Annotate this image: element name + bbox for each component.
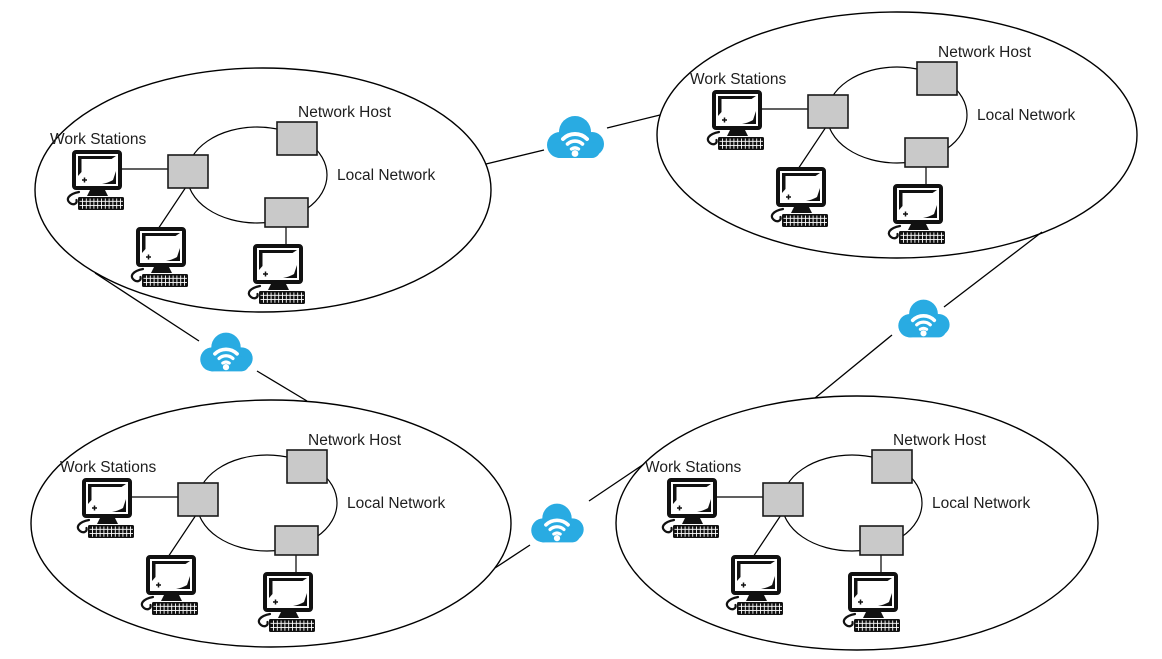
local-network-label: Local Network xyxy=(337,167,435,184)
wan-link-line xyxy=(588,463,645,502)
network-host-label: Network Host xyxy=(893,432,987,449)
internet-cloud-icon xyxy=(198,330,255,374)
local-network-label: Local Network xyxy=(977,107,1075,124)
network-host-label: Network Host xyxy=(938,44,1032,61)
wan-link-line xyxy=(485,149,545,165)
network-host-label: Network Host xyxy=(308,432,402,449)
work-stations-label: Work Stations xyxy=(60,459,156,476)
network-host-label: Network Host xyxy=(298,104,392,121)
wan-link-line xyxy=(494,544,531,569)
local-network-label: Local Network xyxy=(347,495,445,512)
internet-cloud-icon xyxy=(529,501,586,545)
wan-link-line xyxy=(94,272,200,342)
local-network-bottom-left: Work Stations Network Host Local Network xyxy=(30,399,512,648)
internet-cloud-icon xyxy=(545,114,606,160)
wan-link-line xyxy=(814,334,893,399)
wan-link-line xyxy=(256,370,308,402)
network-boundary xyxy=(615,395,1099,651)
wan-link-line xyxy=(943,231,1043,308)
internet-cloud-icon xyxy=(898,300,949,338)
wan-links xyxy=(94,114,1043,569)
work-stations-label: Work Stations xyxy=(645,459,741,476)
local-network-top-right: Work Stations Network Host Local Network xyxy=(656,11,1138,259)
work-stations-label: Work Stations xyxy=(690,71,786,88)
network-boundary xyxy=(656,11,1138,259)
wan-link-line xyxy=(606,114,661,129)
local-network-bottom-right: Work Stations Network Host Local Network xyxy=(615,395,1099,651)
network-boundary xyxy=(30,399,512,648)
local-network-top-left: Work Stations Network Host Local Network xyxy=(34,67,492,313)
local-network-label: Local Network xyxy=(932,495,1030,512)
network-boundary xyxy=(34,67,492,313)
work-stations-label: Work Stations xyxy=(50,131,146,148)
